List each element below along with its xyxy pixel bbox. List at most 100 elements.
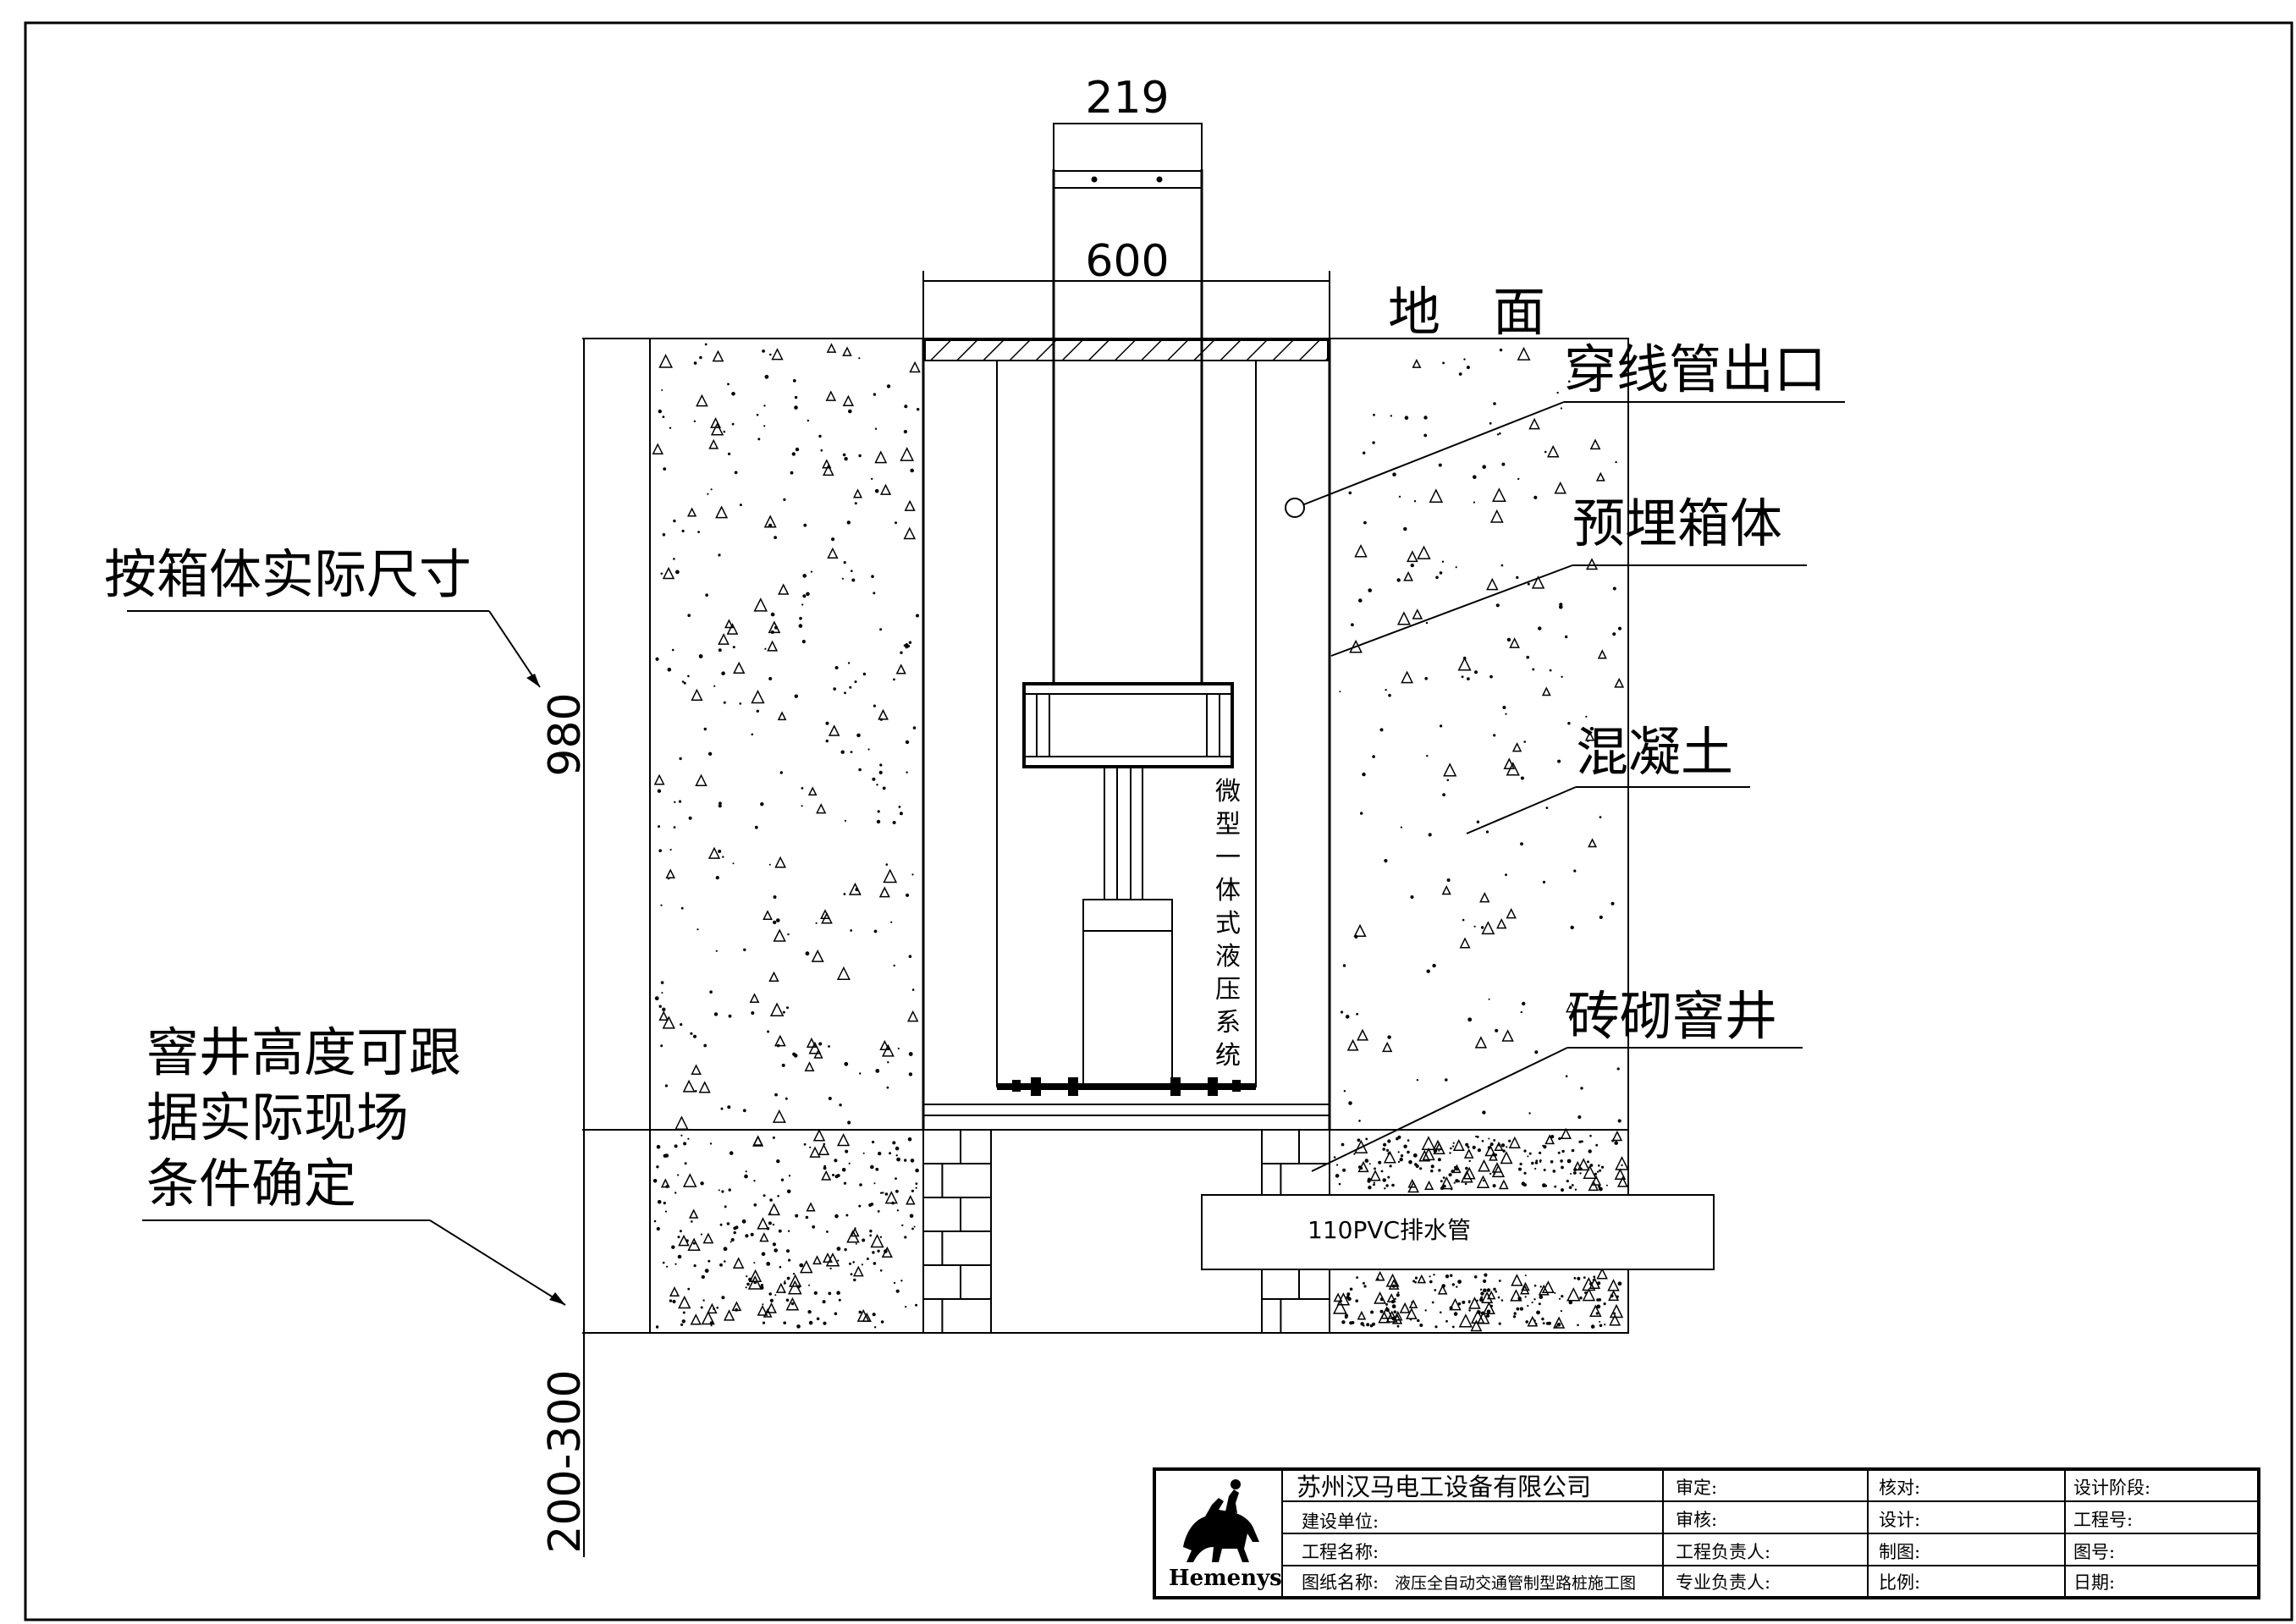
concrete-dot [1442, 1176, 1445, 1179]
concrete-dot [805, 951, 810, 956]
concrete-dot [1383, 1142, 1387, 1147]
concrete-left-lower [649, 1129, 924, 1334]
concrete-dot [1577, 1324, 1579, 1327]
concrete-dot [1388, 693, 1391, 697]
concrete-aggregate [1589, 1304, 1602, 1317]
concrete-dot [905, 1306, 907, 1308]
concrete-aggregate [827, 547, 839, 559]
concrete-dot [875, 1167, 879, 1171]
concrete-dot [660, 981, 664, 984]
concrete-dot [1349, 1287, 1353, 1291]
concrete-dot [783, 1321, 786, 1324]
concrete-dot [776, 1159, 780, 1164]
concrete-dot [1379, 728, 1384, 732]
concrete-dot [1577, 1115, 1582, 1119]
concrete-dot [1462, 1300, 1466, 1304]
concrete-dot [915, 1182, 918, 1185]
concrete-dot [858, 357, 861, 360]
concrete-aggregate [1452, 1164, 1462, 1174]
concrete-dot [1534, 1050, 1539, 1054]
concrete-dot [1396, 578, 1401, 582]
concrete-dot [1500, 564, 1504, 567]
concrete-dot [1493, 734, 1496, 737]
concrete-dot [1412, 1153, 1418, 1158]
concrete-dot [702, 1299, 705, 1302]
concrete-aggregate [1412, 358, 1422, 368]
concrete-dot [1380, 1170, 1384, 1173]
concrete-dot [746, 1275, 748, 1278]
concrete-dot [1539, 1160, 1542, 1163]
concrete-aggregate [702, 1232, 714, 1244]
concrete-dot [713, 1307, 715, 1310]
concrete-dot [1512, 1315, 1517, 1318]
concrete-dot [728, 1014, 732, 1018]
concrete-dot [872, 1140, 875, 1144]
concrete-dot [708, 1259, 711, 1263]
concrete-dot [855, 888, 859, 892]
concrete-dot [844, 819, 847, 823]
concrete-dot [1446, 779, 1450, 782]
concrete-dot [745, 1234, 749, 1238]
concrete-aggregate [1353, 923, 1367, 938]
concrete-dot [663, 1202, 666, 1205]
concrete-dot [882, 786, 886, 790]
concrete-dot [833, 687, 836, 691]
concrete-dot [786, 1276, 790, 1280]
concrete-dot [1476, 1135, 1479, 1138]
concrete-dot [1423, 433, 1428, 438]
concrete-dot [684, 1162, 687, 1165]
hydraulic-system-char: 液 [1215, 942, 1241, 972]
concrete-dot [895, 1146, 900, 1151]
concrete-dot [823, 1321, 827, 1325]
concrete-dot [754, 825, 758, 829]
concrete-aggregate [1585, 558, 1599, 570]
concrete-dot [679, 757, 682, 761]
concrete-aggregate [768, 620, 781, 634]
concrete-dot [763, 1194, 766, 1197]
concrete-aggregate [747, 1275, 763, 1290]
concrete-aggregate [1479, 892, 1490, 903]
concrete-dot [1430, 1164, 1434, 1169]
concrete-dot [756, 709, 759, 713]
concrete-dot [903, 644, 906, 647]
concrete-dot [783, 498, 786, 502]
concrete-dot [792, 379, 796, 383]
concrete-dot [844, 1247, 847, 1252]
logo-text: Hemenys [1169, 1566, 1282, 1591]
concrete-aggregate [1590, 1175, 1602, 1186]
concrete-dot [1445, 1319, 1448, 1323]
concrete-dot [801, 640, 806, 644]
concrete-aggregate [1407, 1178, 1418, 1188]
concrete-dot [685, 1239, 689, 1242]
concrete-dot [1568, 1300, 1573, 1305]
concrete-dot [1489, 674, 1493, 679]
concrete-dot [1347, 1296, 1352, 1302]
concrete-dot [809, 1146, 812, 1148]
concrete-dot [1355, 1299, 1358, 1302]
audit-label: 审核: [1676, 1510, 1717, 1530]
concrete-dot [854, 502, 857, 505]
dimension-980-text: 980 [540, 692, 591, 776]
concrete-dot [887, 1061, 889, 1064]
concrete-dot [799, 616, 802, 620]
concrete-dot [1603, 1302, 1606, 1306]
concrete-dot [855, 1242, 857, 1245]
concrete-dot [1489, 1142, 1494, 1147]
concrete-aggregate [878, 886, 890, 898]
concrete-dot [1468, 1159, 1471, 1163]
concrete-dot [1500, 1143, 1506, 1148]
concrete-dot [1590, 1324, 1595, 1329]
concrete-aggregate [1521, 1281, 1530, 1291]
concrete-dot [909, 1214, 914, 1219]
concrete-dot [1358, 598, 1363, 603]
concrete-dot [1382, 1148, 1385, 1151]
design-label: 设计: [1879, 1510, 1920, 1530]
concrete-dot [1527, 1304, 1529, 1307]
concrete-dot [1566, 1180, 1569, 1183]
concrete-aggregate [1406, 1307, 1418, 1319]
concrete-dot [836, 1247, 841, 1251]
concrete-dot [1572, 1171, 1577, 1175]
concrete-dot [769, 1213, 772, 1215]
concrete-dot [746, 1282, 750, 1286]
